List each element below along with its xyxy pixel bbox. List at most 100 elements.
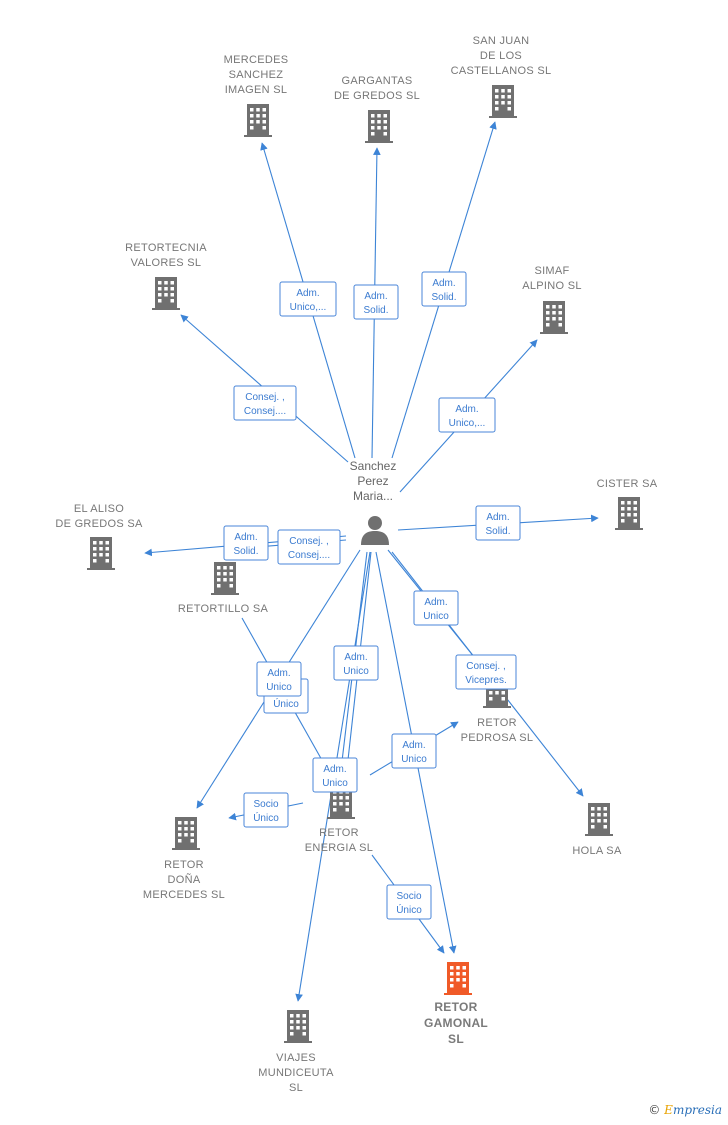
svg-text:Adm.: Adm. [323, 764, 346, 775]
svg-text:Consej. ,: Consej. , [245, 392, 284, 403]
svg-text:Unico: Unico [266, 682, 292, 693]
company-retortillo[interactable]: RETORTILLO SA [178, 562, 269, 615]
svg-text:Consej....: Consej.... [244, 406, 286, 417]
company-label-line: MUNDICEUTA [258, 1067, 334, 1079]
svg-text:Adm.: Adm. [267, 668, 290, 679]
svg-text:Consej. ,: Consej. , [289, 536, 328, 547]
company-label-line: ALPINO SL [522, 280, 582, 292]
edge-label-sanjuan[interactable]: Adm. Solid. [421, 271, 467, 307]
svg-text:Solid.: Solid. [363, 305, 388, 316]
svg-text:Socio: Socio [396, 891, 421, 902]
svg-text:Unico: Unico [343, 666, 369, 677]
svg-text:Unico: Unico [322, 778, 348, 789]
edge-label-dona[interactable]: Adm. Unico [256, 661, 302, 697]
company-label-line: CISTER SA [597, 478, 658, 490]
company-label-line: RETOR [434, 1000, 477, 1014]
edge-label-energia2[interactable]: Adm. Unico [312, 757, 358, 793]
edge-label-socio-dona[interactable]: Socio Único [243, 792, 289, 828]
company-dona[interactable]: RETOR DOÑA MERCEDES SL [143, 817, 225, 901]
company-label-line: SIMAF [534, 265, 569, 277]
edge-label-cister[interactable]: Adm. Solid. [475, 505, 521, 541]
svg-text:Consej. ,: Consej. , [466, 661, 505, 672]
building-icon [211, 562, 239, 595]
company-label-line: RETORTILLO SA [178, 603, 269, 615]
center-person[interactable]: Sanchez Perez Maria... [350, 459, 397, 545]
company-label-line: DOÑA [168, 873, 201, 886]
brand-logo-text[interactable]: mpresia [672, 1103, 722, 1117]
company-label-line: MERCEDES SL [143, 889, 225, 901]
edge-label-pedrosa2[interactable]: Adm. Unico [391, 733, 437, 769]
company-label-line: VIAJES [276, 1052, 316, 1064]
company-label-line: EL ALISO [74, 503, 124, 515]
svg-text:Único: Único [396, 903, 422, 916]
building-icon [284, 1010, 312, 1043]
edge-label-gargantas[interactable]: Adm. Solid. [353, 284, 399, 320]
building-icon [365, 110, 393, 143]
svg-text:Unico,...: Unico,... [449, 418, 486, 429]
svg-text:Unico: Unico [423, 611, 449, 622]
company-cister[interactable]: CISTER SA [597, 478, 658, 530]
edge-label-pedrosa1[interactable]: Adm. Unico [413, 590, 459, 626]
svg-text:Adm.: Adm. [364, 291, 387, 302]
building-icon [87, 537, 115, 570]
building-icon [152, 277, 180, 310]
svg-text:Vicepres.: Vicepres. [465, 675, 507, 686]
company-mercedes[interactable]: MERCEDES SANCHEZ IMAGEN SL [224, 54, 289, 137]
svg-text:Consej....: Consej.... [288, 550, 330, 561]
edge-label-hola[interactable]: Consej. , Vicepres. [455, 654, 517, 690]
company-gargantas[interactable]: GARGANTAS DE GREDOS SL [334, 75, 420, 143]
company-hola[interactable]: HOLA SA [572, 803, 622, 857]
svg-text:Unico: Unico [401, 754, 427, 765]
svg-text:Adm.: Adm. [486, 512, 509, 523]
company-label-line: IMAGEN SL [225, 84, 288, 96]
company-label-line: RETOR [164, 859, 204, 871]
svg-text:Adm.: Adm. [455, 404, 478, 415]
company-label-line: GAMONAL [424, 1016, 488, 1030]
company-label-line: VALORES SL [131, 257, 202, 269]
company-label-line: DE GREDOS SL [334, 90, 420, 102]
building-icon [172, 817, 200, 850]
svg-text:Solid.: Solid. [431, 292, 456, 303]
edge-label-energia1[interactable]: Adm. Unico [333, 645, 379, 681]
person-name-line-1: Sanchez [350, 459, 397, 473]
company-label-line: PEDROSA SL [461, 732, 534, 744]
svg-text:Adm.: Adm. [234, 532, 257, 543]
company-label-line: HOLA SA [572, 845, 622, 857]
company-pedrosa[interactable]: RETOR PEDROSA SL [461, 675, 534, 744]
edges [144, 121, 599, 1002]
company-simaf[interactable]: SIMAF ALPINO SL [522, 265, 582, 334]
building-icon [489, 85, 517, 118]
company-label-line: RETORTECNIA [125, 242, 207, 254]
company-label-line: GARGANTAS [342, 75, 413, 87]
edge-label-retortecnia[interactable]: Consej. , Consej.... [233, 385, 297, 421]
person-name-line-2: Perez [357, 474, 388, 488]
edge-label-retortillo[interactable]: Consej. , Consej.... [277, 529, 341, 565]
brand-logo-initial[interactable]: E [664, 1103, 673, 1117]
company-label-line: DE LOS [480, 50, 522, 62]
svg-text:Adm.: Adm. [296, 288, 319, 299]
company-label-line: SAN JUAN [473, 35, 530, 47]
svg-text:Único: Único [273, 697, 299, 710]
building-icon [615, 497, 643, 530]
company-label-line: ENERGIA SL [305, 842, 373, 854]
company-label-line: DE GREDOS SA [55, 518, 143, 530]
svg-text:Unico,...: Unico,... [290, 302, 327, 313]
svg-text:Adm.: Adm. [432, 278, 455, 289]
company-label-line: RETOR [477, 717, 517, 729]
svg-text:Adm.: Adm. [424, 597, 447, 608]
companies: MERCEDES SANCHEZ IMAGEN SL GARGANTAS DE … [55, 35, 657, 1094]
company-retortecnia[interactable]: RETORTECNIA VALORES SL [125, 242, 207, 310]
svg-text:Adm.: Adm. [344, 652, 367, 663]
company-gamonal[interactable]: RETOR GAMONAL SL [424, 962, 488, 1046]
edge-label-simaf[interactable]: Adm. Unico,... [438, 397, 496, 433]
company-sanjuan[interactable]: SAN JUAN DE LOS CASTELLANOS SL [451, 35, 552, 118]
company-energia[interactable]: RETOR ENERGIA SL [305, 786, 373, 854]
edge-label-mercedes[interactable]: Adm. Unico,... [279, 281, 337, 317]
footer-credit: © Empresia [648, 1103, 722, 1117]
company-elaliso[interactable]: EL ALISO DE GREDOS SA [55, 503, 143, 570]
copyright-icon: © [648, 1103, 661, 1117]
company-viajes[interactable]: VIAJES MUNDICEUTA SL [258, 1010, 334, 1094]
edge-label-socio-gamonal[interactable]: Socio Único [386, 884, 432, 920]
edge-label-elaliso[interactable]: Adm. Solid. [223, 525, 269, 561]
